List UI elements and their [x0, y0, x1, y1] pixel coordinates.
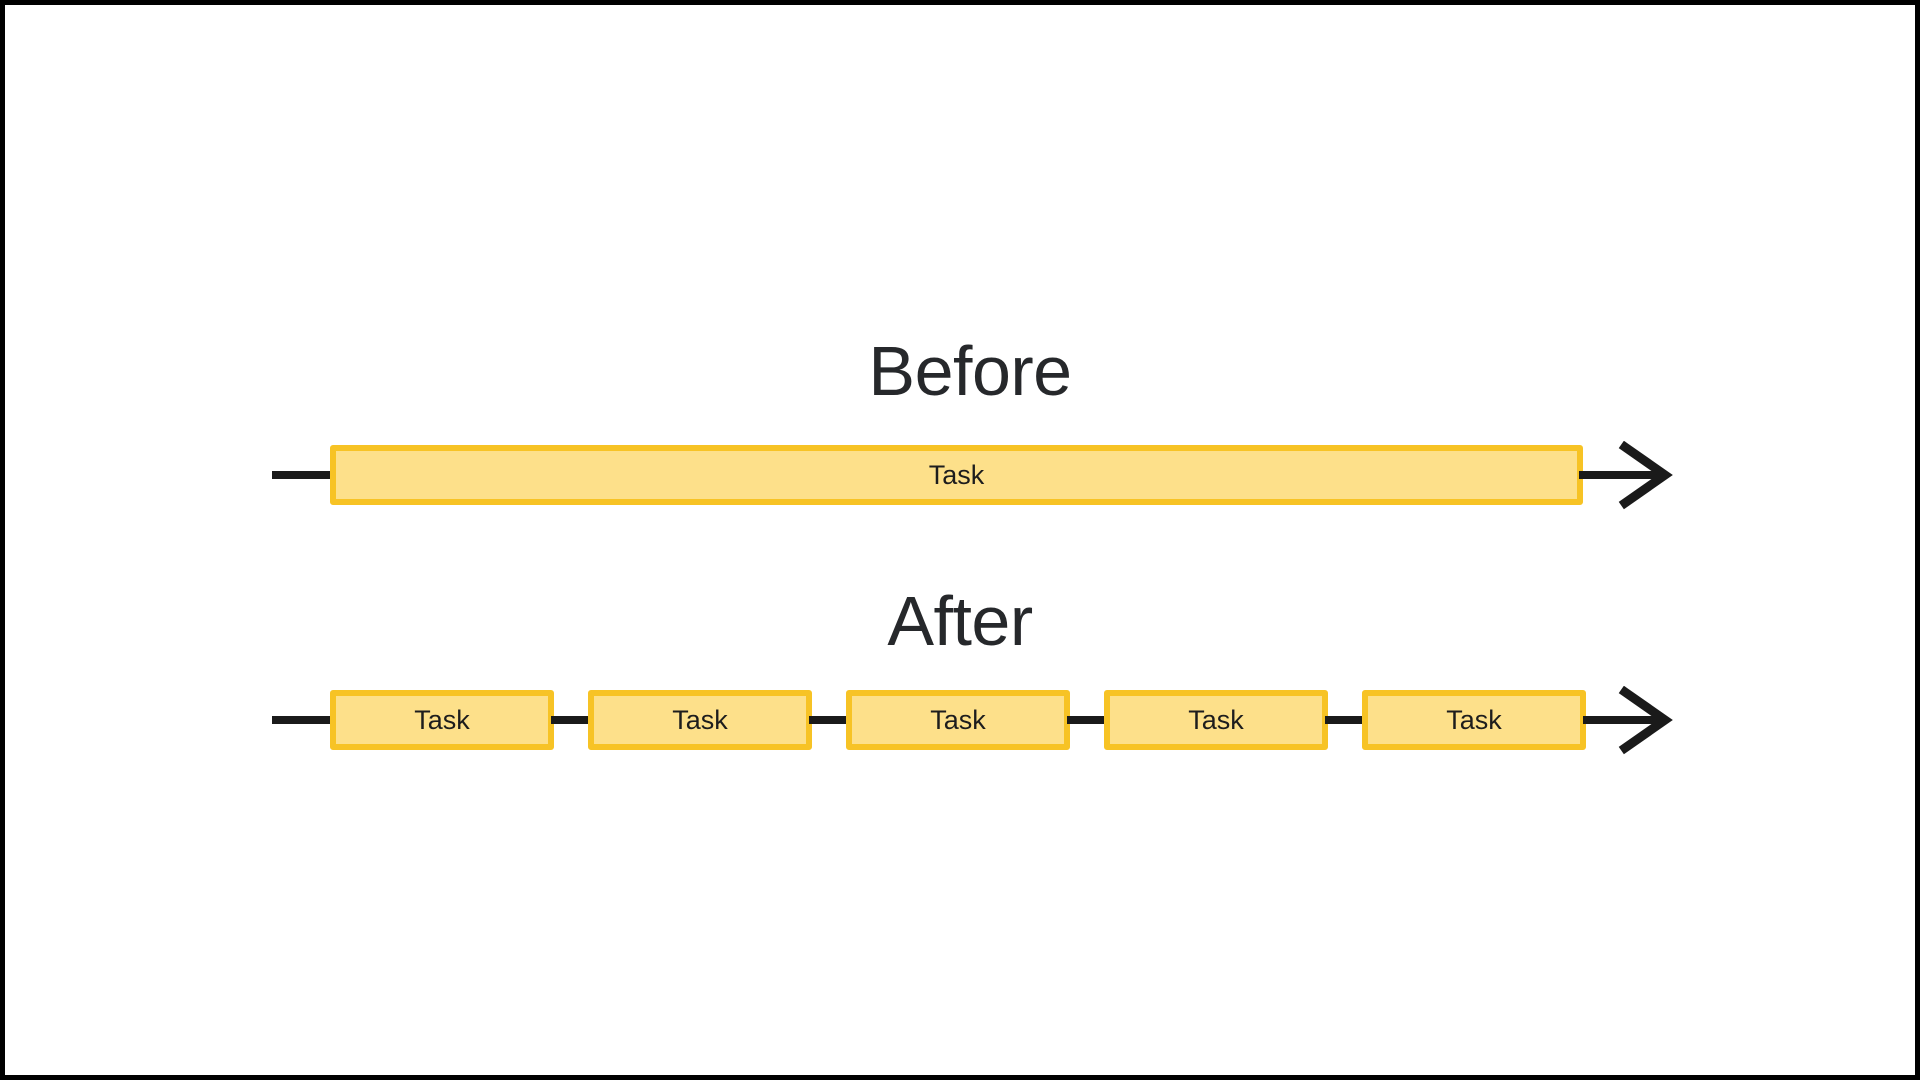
- task-box-label: Task: [414, 704, 470, 735]
- timeline-line-segment-left: [272, 471, 334, 479]
- task-box-after-1[interactable]: Task: [330, 690, 554, 750]
- task-box-after-2[interactable]: Task: [588, 690, 812, 750]
- task-box-label: Task: [672, 704, 728, 735]
- task-box-label: Task: [930, 704, 986, 735]
- section-title-after: After: [887, 582, 1033, 660]
- timeline-connector-1: [551, 716, 593, 724]
- timeline-connector-3: [1067, 716, 1109, 724]
- timeline-connector-2: [809, 716, 851, 724]
- timeline-line-segment-right: [1579, 471, 1659, 479]
- timeline-line-segment-left: [272, 716, 334, 724]
- task-box-label: Task: [1446, 704, 1502, 735]
- section-title-before: Before: [868, 332, 1072, 410]
- task-box-after-3[interactable]: Task: [846, 690, 1070, 750]
- timeline-line-segment-right: [1583, 716, 1659, 724]
- task-box-label: Task: [1188, 704, 1244, 735]
- timeline-connector-4: [1325, 716, 1367, 724]
- task-box-after-5[interactable]: Task: [1362, 690, 1586, 750]
- task-box-after-4[interactable]: Task: [1104, 690, 1328, 750]
- task-box-before-1[interactable]: Task: [330, 445, 1583, 505]
- task-box-label: Task: [928, 459, 985, 490]
- slide-canvas: Before Task After Task: [5, 5, 1920, 1085]
